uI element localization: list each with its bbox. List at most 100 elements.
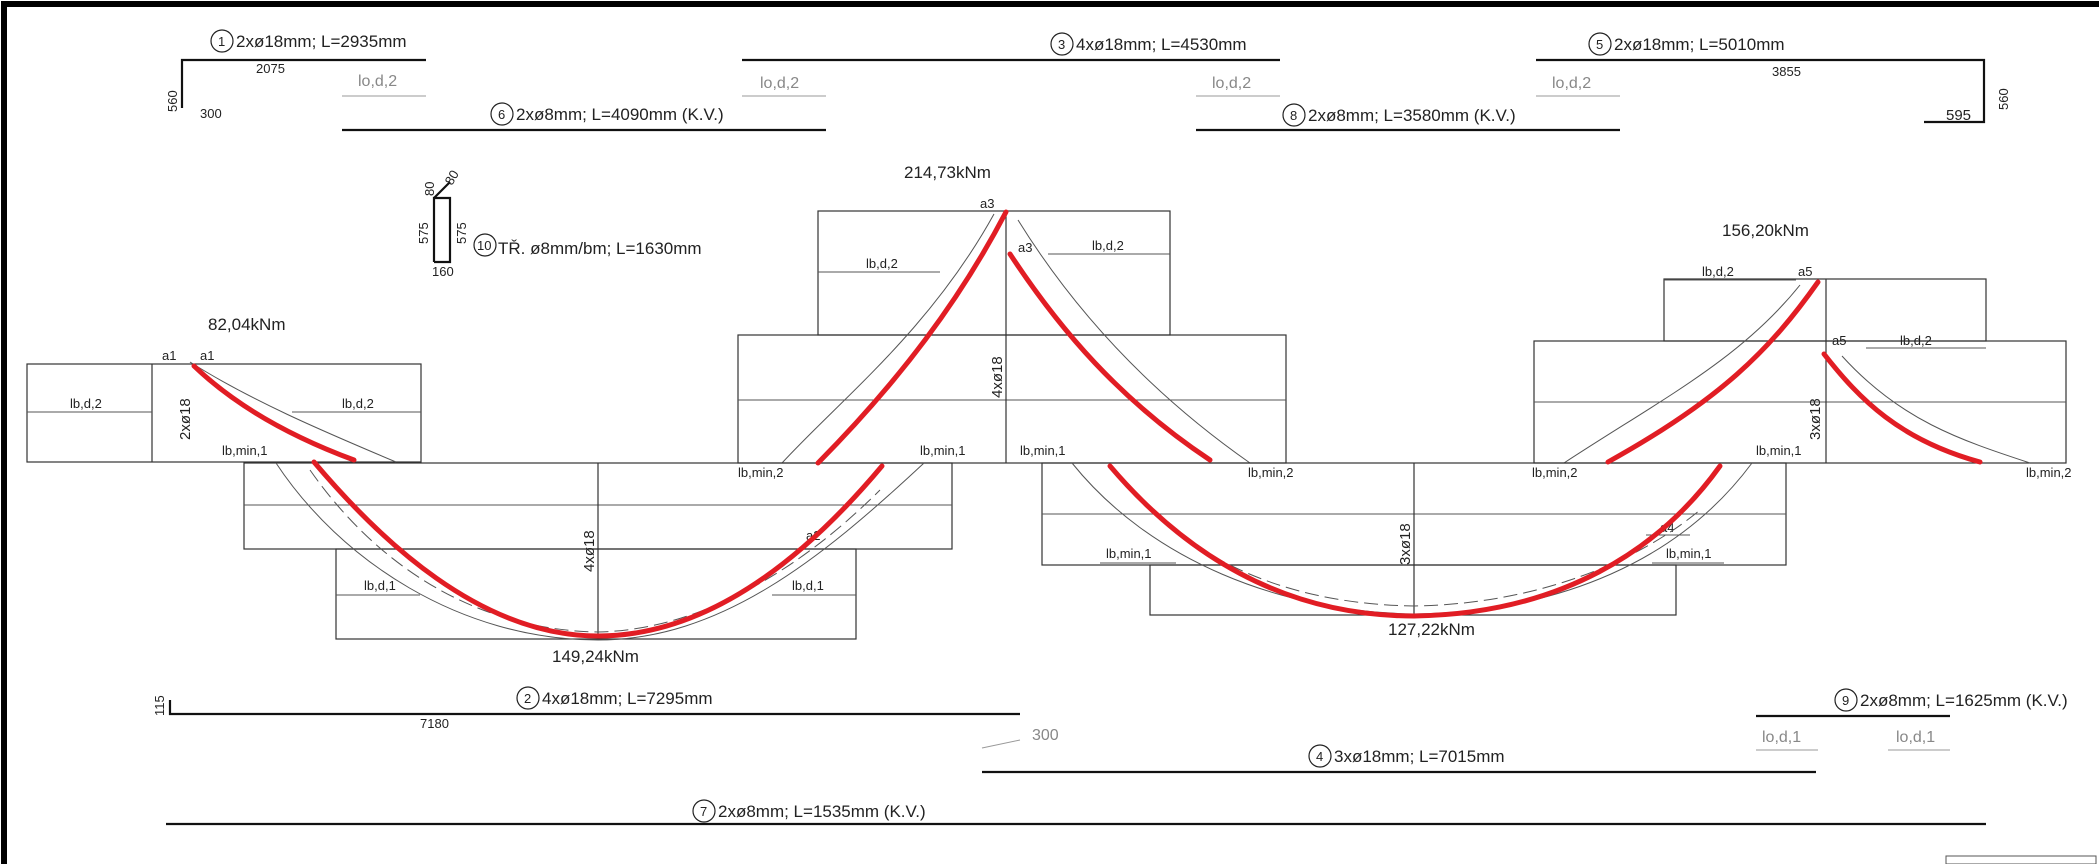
bar-5-length-dim: 3855 (1772, 64, 1801, 79)
bar-8-lap-left: lo,d,2 (1196, 75, 1280, 97)
mid-a3-label-a: a3 (980, 196, 994, 211)
span2-lbmin1-label-b: lb,min,1 (1666, 546, 1712, 561)
envelope-support-right-left (1605, 279, 1821, 465)
bar-8-lap-right: lo,d,2 (1536, 75, 1620, 97)
span2-lbmin1-label-c: lb,min,1 (1020, 443, 1066, 458)
bar-1-length-dim: 2075 (256, 61, 285, 76)
support-right-blocks: lb,d,2 lb,d,2 a5 a5 3xø18 (1533, 264, 2067, 464)
bar-9-lap-right-label: lo,d,1 (1896, 729, 1935, 746)
right-lbd2-label-a: lb,d,2 (1702, 264, 1734, 279)
span1-lbmin2-label: lb,min,2 (738, 465, 784, 480)
bar-8-number: 8 (1290, 108, 1297, 123)
bar-9-schedule: 9 2xø8mm; L=1625mm (K.V.) (1756, 688, 2068, 718)
mid-lbd2-label-b: lb,d,2 (1092, 238, 1124, 253)
bar-2-number: 2 (524, 691, 531, 706)
moment-label-3: 214,73kNm (904, 163, 991, 182)
bar-10-dim-c: 160 (432, 264, 454, 279)
bar-3-number: 3 (1058, 37, 1065, 52)
bar-6-schedule: 6 2xø8mm; L=4090mm (K.V.) (342, 102, 826, 132)
span2-lbmin2-label-c: lb,min,2 (2026, 465, 2072, 480)
title-block-corner (1945, 855, 2097, 864)
span-2-blocks: lb,min,1 lb,min,1 a4 3xø18 lb,min,1 lb,m… (1020, 443, 2072, 616)
bar-4-label: 3xø18mm; L=7015mm (1334, 747, 1505, 766)
bar-5-hook-dim: 595 (1946, 107, 1971, 124)
envelope-support-left (191, 363, 357, 463)
bar-5-schedule: 5 2xø18mm; L=5010mm 3855 560 595 (1536, 32, 2011, 124)
span2-lbmin2-label: lb,min,2 (1248, 465, 1294, 480)
bar-6-lap-left: lo,d,2 (342, 73, 426, 97)
bar-4-lap-label: 300 (1032, 727, 1059, 744)
bar-1-hook-dim: 300 (200, 106, 222, 121)
bar-1-schedule: 1 2xø18mm; L=2935mm 2075 560 300 (165, 29, 426, 121)
left-lbmin1-label: lb,min,1 (222, 443, 268, 458)
bar-10-dim-a: 575 (416, 222, 431, 244)
bar-8-schedule: 8 2xø8mm; L=3580mm (K.V.) (1196, 103, 1620, 132)
bar-3-label: 4xø18mm; L=4530mm (1076, 35, 1247, 54)
bar-6-number: 6 (498, 107, 505, 122)
moment-label-1: 82,04kNm (208, 315, 285, 334)
envelope-support-mid-left (815, 209, 1009, 466)
moment-label-5: 156,20kNm (1722, 221, 1809, 240)
rebar-tag-middle: 4xø18 (989, 356, 1006, 398)
bar-7-label: 2xø8mm; L=1535mm (K.V.) (718, 802, 926, 821)
bar-9-number: 9 (1842, 693, 1849, 708)
right-a5-label-a: a5 (1798, 264, 1812, 279)
left-lbd2-label-b: lb,d,2 (342, 396, 374, 411)
bar-9-lap-left-label: lo,d,1 (1762, 729, 1801, 746)
bar-4-lap: 300 (981, 727, 1059, 749)
bar-9-label: 2xø8mm; L=1625mm (K.V.) (1860, 691, 2068, 710)
span2-lbmin2-label-b: lb,min,2 (1532, 465, 1578, 480)
bar-2-length-dim: 7180 (420, 716, 449, 731)
mid-lbd2-label-a: lb,d,2 (866, 256, 898, 271)
rebar-tag-span2: 3xø18 (1397, 523, 1414, 565)
right-lbd2-label-b: lb,d,2 (1900, 333, 1932, 348)
bar-9-lap-left: lo,d,1 (1756, 729, 1818, 751)
left-a1-label-b: a1 (200, 348, 214, 363)
bar-7-number: 7 (700, 804, 707, 819)
bar-3-schedule: 3 4xø18mm; L=4530mm (742, 32, 1280, 62)
bar-1-number: 1 (218, 34, 225, 49)
bar-10-dim-b: 575 (454, 222, 469, 244)
bar-10-label: TŘ. ø8mm/bm; L=1630mm (498, 239, 702, 258)
moment-envelope (191, 209, 1983, 639)
span1-lbd1-label-b: lb,d,1 (792, 578, 824, 593)
bar-4-schedule: 4 3xø18mm; L=7015mm (982, 744, 1816, 774)
bar-6-label: 2xø8mm; L=4090mm (K.V.) (516, 105, 724, 124)
bar-8-lap-left-label: lo,d,2 (1212, 75, 1251, 92)
moment-label-4: 127,22kNm (1388, 620, 1475, 639)
bar-5-label: 2xø18mm; L=5010mm (1614, 35, 1785, 54)
envelope-support-mid-right (1007, 251, 1213, 463)
bar-2-vertical-dim: 115 (152, 695, 167, 716)
bar-1-label: 2xø18mm; L=2935mm (236, 32, 407, 51)
left-a1-label-a: a1 (162, 348, 176, 363)
bar-6-lap-left-label: lo,d,2 (358, 73, 397, 90)
span2-lbmin1-label-a: lb,min,1 (1106, 546, 1152, 561)
bar-6-lap-right: lo,d,2 (742, 75, 826, 97)
bar-9-lap-right: lo,d,1 (1888, 729, 1950, 751)
span2-lbmin1-label-d: lb,min,1 (1756, 443, 1802, 458)
bar-10-dim-e: 80 (442, 167, 462, 187)
bar-10-number: 10 (477, 238, 491, 253)
bar-7-schedule: 7 2xø8mm; L=1535mm (K.V.) (166, 799, 1986, 826)
bar-4-number: 4 (1316, 749, 1323, 764)
mid-a3-label-b: a3 (1018, 240, 1032, 255)
rebar-tag-span1: 4xø18 (581, 530, 598, 572)
support-left-blocks: lb,d,2 lb,d,2 a1 a1 2xø18 lb,min,1 (26, 348, 422, 463)
bar-5-number: 5 (1596, 37, 1603, 52)
bar-6-lap-right-label: lo,d,2 (760, 75, 799, 92)
support-middle-blocks: lb,d,2 lb,d,2 a3 a3 4xø18 (737, 196, 1287, 464)
envelope-support-right-right (1821, 351, 1983, 465)
rebar-tag-right: 3xø18 (1807, 398, 1824, 440)
bar-8-lap-right-label: lo,d,2 (1552, 75, 1591, 92)
bar-10-dim-d: 80 (422, 182, 437, 196)
bar-8-label: 2xø8mm; L=3580mm (K.V.) (1308, 106, 1516, 125)
envelope-span-2 (1107, 463, 1723, 619)
span1-lbmin1-label: lb,min,1 (920, 443, 966, 458)
span1-lbd1-label-a: lb,d,1 (364, 578, 396, 593)
bar-1-vertical-dim: 560 (165, 90, 180, 112)
bar-2-label: 4xø18mm; L=7295mm (542, 689, 713, 708)
bar-5-vertical-dim: 560 (1996, 88, 2011, 110)
rebar-tag-left: 2xø18 (177, 398, 194, 440)
